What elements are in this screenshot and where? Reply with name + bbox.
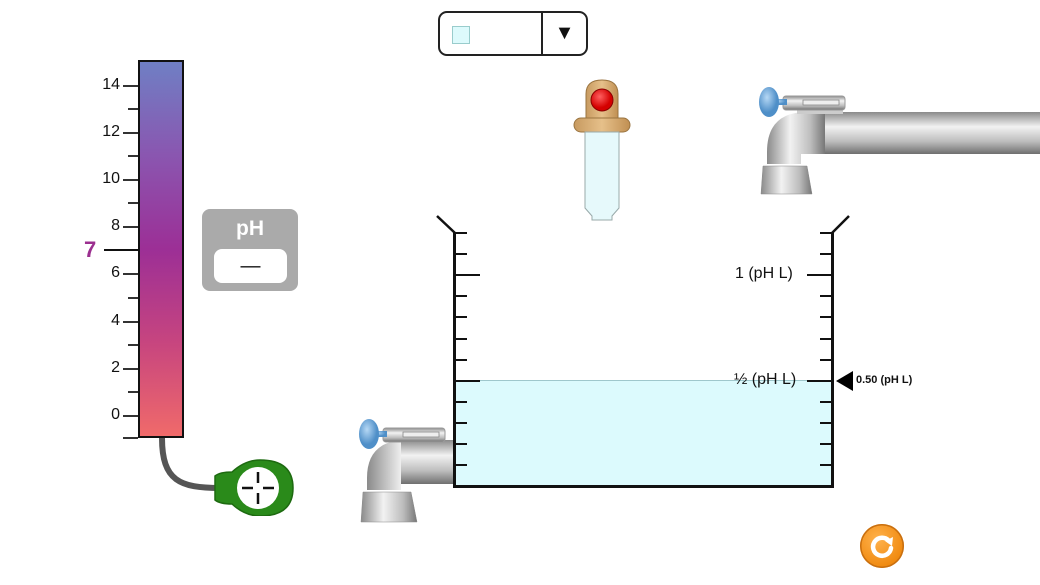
tick-bottom [123, 437, 138, 439]
tick-minor [128, 391, 138, 393]
beaker-tick [455, 295, 467, 297]
tick-label: 14 [102, 76, 120, 93]
faucet-spout [760, 165, 813, 195]
faucet-elbow [767, 112, 825, 164]
ph-probe[interactable] [150, 436, 310, 516]
beaker-lips [436, 215, 850, 234]
dropper-tube [584, 131, 620, 221]
beaker-left-wall [453, 232, 456, 487]
solute-combo-box[interactable]: ▼ [438, 11, 588, 56]
beaker-tick [820, 232, 832, 234]
reset-button[interactable] [860, 524, 904, 568]
tick-label: 0 [111, 406, 120, 423]
reset-icon [870, 535, 894, 558]
tick-4 [123, 321, 138, 323]
volume-readout: 0.50 (pH L) [856, 374, 913, 386]
beaker-tick [820, 443, 832, 445]
beaker-tick-major [455, 380, 480, 382]
beaker-bottom [453, 485, 834, 488]
drain-spout [360, 491, 418, 523]
beaker-tick [820, 316, 832, 318]
tick-label: 6 [111, 264, 120, 281]
combo-divider [541, 13, 543, 54]
faucet-knob[interactable] [759, 87, 846, 117]
probe-icon[interactable] [214, 459, 294, 516]
beaker-label-half: ½ (pH L) [734, 371, 797, 388]
beaker-tick-major [807, 380, 832, 382]
tick-label: 2 [111, 359, 120, 376]
ph-meter-value: — [214, 249, 287, 283]
beaker-tick [455, 232, 467, 234]
beaker-tick [820, 253, 832, 255]
drain-knob[interactable] [359, 419, 446, 449]
beaker-tick [455, 443, 467, 445]
tick-10 [123, 179, 138, 181]
tick-minor [128, 202, 138, 204]
tick-14 [123, 85, 138, 87]
probe-cable [159, 437, 221, 491]
water-pipe [815, 112, 1040, 154]
faucet-base [797, 110, 843, 114]
volume-indicator-arrow [836, 371, 853, 391]
tick-label: 10 [102, 170, 120, 187]
dropper-button[interactable] [590, 88, 614, 112]
beaker-tick [820, 401, 832, 403]
beaker-tick-major [455, 274, 480, 276]
beaker-tick [455, 359, 467, 361]
ph-meter: pH — [202, 209, 298, 291]
beaker-tick [455, 316, 467, 318]
beaker-tick [455, 401, 467, 403]
tick-label: 4 [111, 312, 120, 329]
beaker-tick [455, 422, 467, 424]
beaker-solution [455, 380, 832, 485]
beaker-tick-major [807, 274, 832, 276]
solute-swatch [452, 26, 470, 44]
beaker-tick [820, 359, 832, 361]
tick-label: 8 [111, 217, 120, 234]
drain-faucet [359, 419, 455, 523]
tick-8 [123, 226, 138, 228]
beaker-tick [455, 338, 467, 340]
water-faucet [759, 87, 1040, 195]
tick-label: 12 [102, 123, 120, 140]
ph-scale-bar [138, 60, 184, 438]
tick-12 [123, 132, 138, 134]
beaker-right-wall [831, 232, 834, 487]
tick-minor [128, 344, 138, 346]
tick-2 [123, 368, 138, 370]
solution-surface [455, 380, 832, 381]
tick-minor [128, 108, 138, 110]
tick-minor [128, 155, 138, 157]
beaker-label-full: 1 (pH L) [735, 265, 793, 282]
beaker-tick [820, 295, 832, 297]
dropper-collar [573, 117, 631, 133]
chevron-down-icon[interactable]: ▼ [554, 22, 575, 44]
tick-neutral [104, 249, 138, 251]
beaker-tick [455, 253, 467, 255]
beaker-tick [820, 338, 832, 340]
neutral-label: 7 [84, 237, 97, 262]
beaker-tick [820, 422, 832, 424]
drain-pipe [401, 440, 455, 484]
beaker-tick [455, 464, 467, 466]
ph-meter-title: pH [236, 217, 264, 240]
tick-6 [123, 273, 138, 275]
tick-minor [128, 297, 138, 299]
tick-0 [123, 415, 138, 417]
beaker-tick [820, 464, 832, 466]
dropper[interactable] [570, 76, 636, 224]
